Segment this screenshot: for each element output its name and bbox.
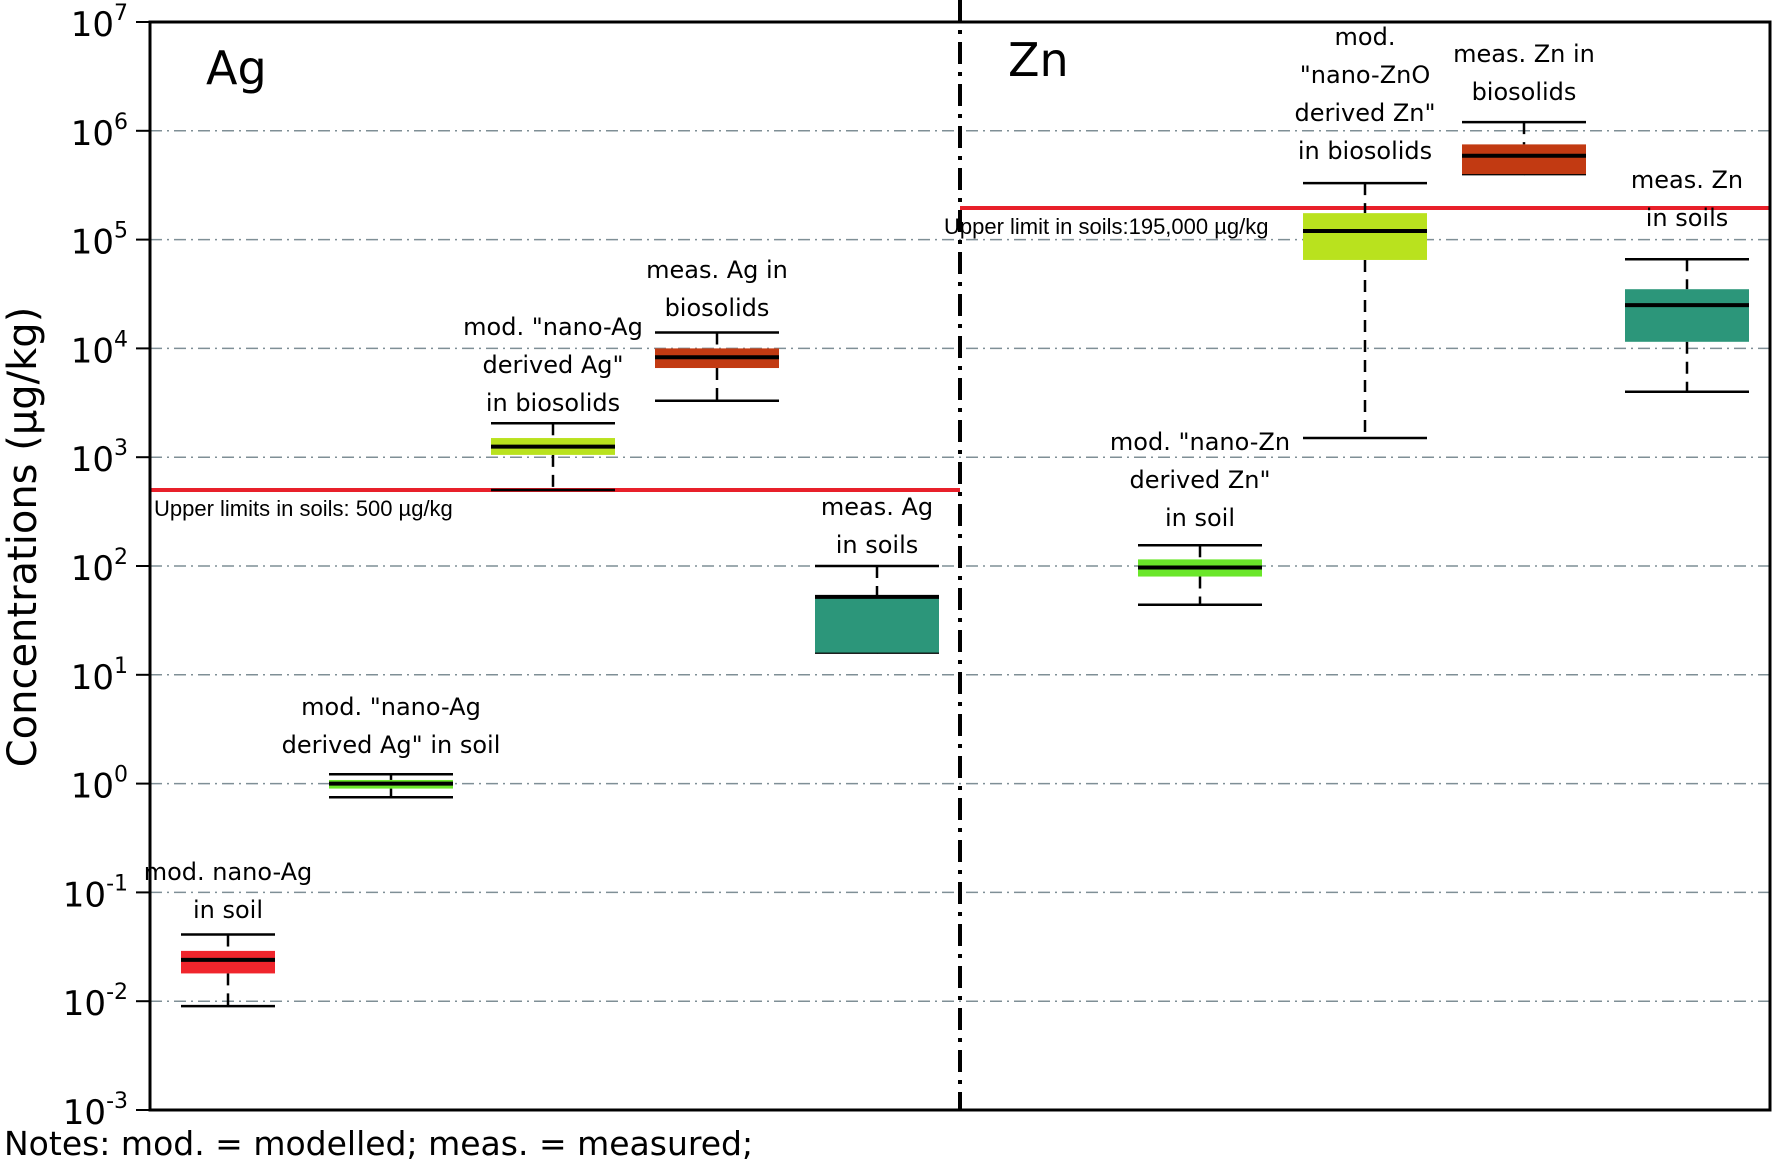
box-label: mod. "nano-Ag — [301, 693, 481, 721]
box-labels: mod. nano-Ag in soil mod. "nano-Ag derived … — [144, 23, 1743, 924]
y-tick-label: 10-1 — [63, 871, 128, 915]
box-iqr — [1462, 144, 1586, 175]
box-label: in soil — [1165, 504, 1235, 532]
box-label: derived Zn" — [1294, 99, 1435, 127]
y-axis-ticks: 10-3 10-2 10-1 100 101 102 103 104 105 106 107 — [63, 1, 150, 1133]
box-label: meas. Ag — [821, 493, 933, 521]
box-label: mod. "nano-Zn — [1110, 428, 1290, 456]
box-3 — [491, 422, 615, 492]
box-7 — [1303, 181, 1427, 440]
box-label: meas. Zn — [1631, 166, 1743, 194]
box-iqr — [181, 950, 275, 974]
box-6 — [1138, 544, 1262, 607]
box-label: "nano-ZnO — [1300, 61, 1431, 89]
box-label: in soils — [1646, 204, 1729, 232]
box-series — [181, 120, 1749, 1008]
upper-limit-label: Upper limit in soils:195,000 µg/kg — [944, 214, 1269, 239]
box-label: meas. Ag in — [646, 256, 788, 284]
box-4 — [655, 331, 779, 403]
y-tick-label: 10-3 — [63, 1089, 128, 1133]
panel-title-zn: Zn — [1008, 33, 1069, 87]
box-label: mod. nano-Ag — [144, 858, 313, 886]
box-1 — [181, 933, 275, 1008]
notes-text: Notes: mod. = modelled; meas. = measured… — [4, 1124, 754, 1163]
box-8 — [1462, 120, 1586, 176]
y-tick-label: 102 — [71, 545, 128, 589]
box-label: in soil — [193, 896, 263, 924]
box-label: in soils — [836, 531, 919, 559]
y-tick-label: 104 — [71, 327, 128, 371]
box-label: derived Zn" — [1129, 466, 1270, 494]
box-2 — [329, 772, 453, 799]
y-tick-label: 100 — [71, 763, 128, 807]
y-axis-label: Concentrations (µg/kg) — [0, 307, 46, 768]
upper-limit-label: Upper limits in soils: 500 µg/kg — [154, 496, 453, 521]
y-tick-label: 105 — [71, 219, 128, 263]
box-iqr — [1625, 289, 1749, 342]
box-9 — [1625, 257, 1749, 393]
box-label: mod. — [1335, 23, 1396, 51]
box-label: in biosolids — [1298, 137, 1432, 165]
box-label: biosolids — [665, 294, 770, 322]
box-label: meas. Zn in — [1453, 40, 1595, 68]
y-tick-label: 10-2 — [63, 980, 128, 1024]
y-tick-label: 106 — [71, 110, 128, 154]
box-label: in biosolids — [486, 389, 620, 417]
box-label: biosolids — [1472, 78, 1577, 106]
box-iqr — [815, 596, 939, 653]
box-5 — [815, 564, 939, 654]
y-tick-label: 107 — [71, 1, 128, 45]
box-iqr — [1303, 213, 1427, 260]
box-label: derived Ag" in soil — [282, 731, 501, 759]
box-label: derived Ag" — [482, 351, 623, 379]
box-label: mod. "nano-Ag — [463, 313, 643, 341]
panel-title-ag: Ag — [206, 41, 267, 95]
y-tick-label: 103 — [71, 436, 128, 480]
y-tick-label: 101 — [71, 654, 128, 698]
